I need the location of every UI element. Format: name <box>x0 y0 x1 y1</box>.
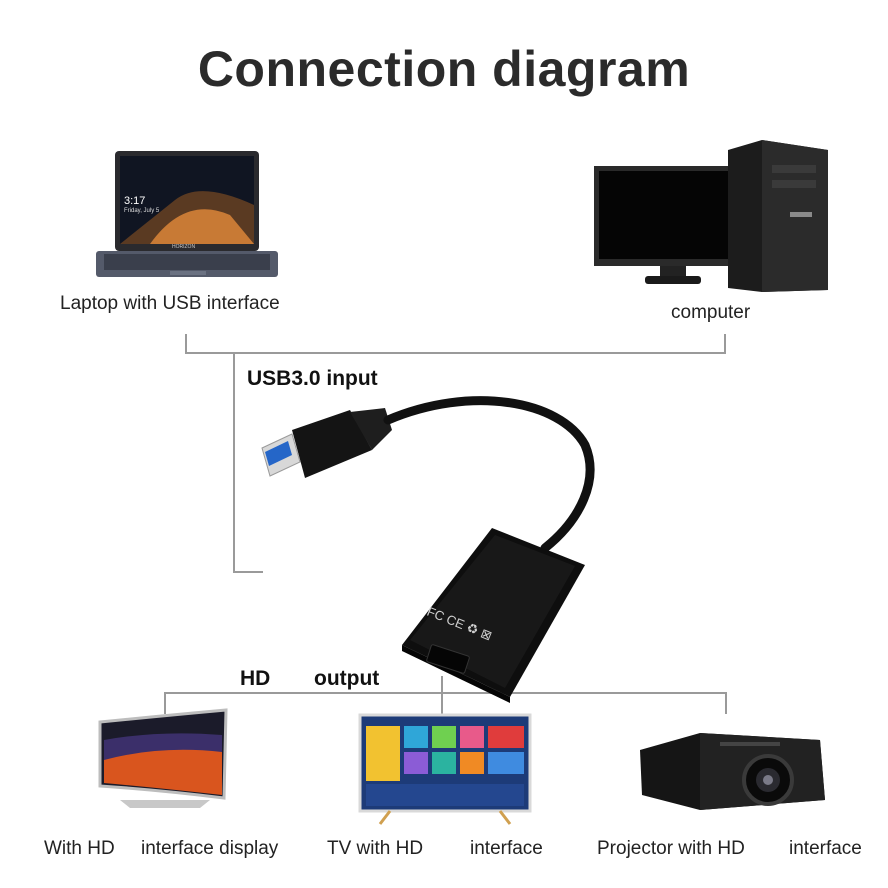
output-bus-line <box>164 692 727 694</box>
laptop-icon <box>96 151 278 277</box>
tv-label-left: TV with HD <box>327 838 424 859</box>
hd-output-label-right: output <box>314 667 380 690</box>
input-to-usb-line <box>233 571 263 573</box>
hd-output-label-left: HD <box>240 667 271 690</box>
tv-drop-line <box>441 676 443 714</box>
laptop-clock: 3:17 <box>124 195 146 207</box>
laptop-date: Friday, July 5 <box>124 208 160 214</box>
projector-icon <box>640 733 825 810</box>
adapter-markings: FC CE ♻ ⊠ <box>424 603 495 644</box>
input-bus-line <box>185 352 726 354</box>
curved-display-icon <box>98 708 228 808</box>
usb-cable <box>383 396 595 553</box>
page-title: Connection diagram <box>197 41 691 97</box>
laptop-label: Laptop with USB interface <box>60 293 280 314</box>
usb-input-label: USB3.0 input <box>247 367 378 390</box>
laptop-brand: HORIZON <box>172 244 196 250</box>
computer-drop-line <box>724 334 726 354</box>
laptop-drop-line <box>185 334 187 354</box>
display-label-left: With HD <box>44 838 115 859</box>
tv-label-right: interface <box>470 838 543 859</box>
display-drop-line <box>164 692 166 714</box>
display-label-right: interface display <box>141 838 279 859</box>
projector-label-left: Projector with HD <box>597 838 745 859</box>
input-vertical-line <box>233 352 235 572</box>
computer-icon <box>594 140 828 292</box>
computer-label: computer <box>671 302 751 323</box>
usb-plug-icon <box>261 408 392 478</box>
projector-label-right: interface <box>789 838 862 859</box>
tv-icon <box>358 713 532 825</box>
projector-drop-line <box>725 692 727 714</box>
